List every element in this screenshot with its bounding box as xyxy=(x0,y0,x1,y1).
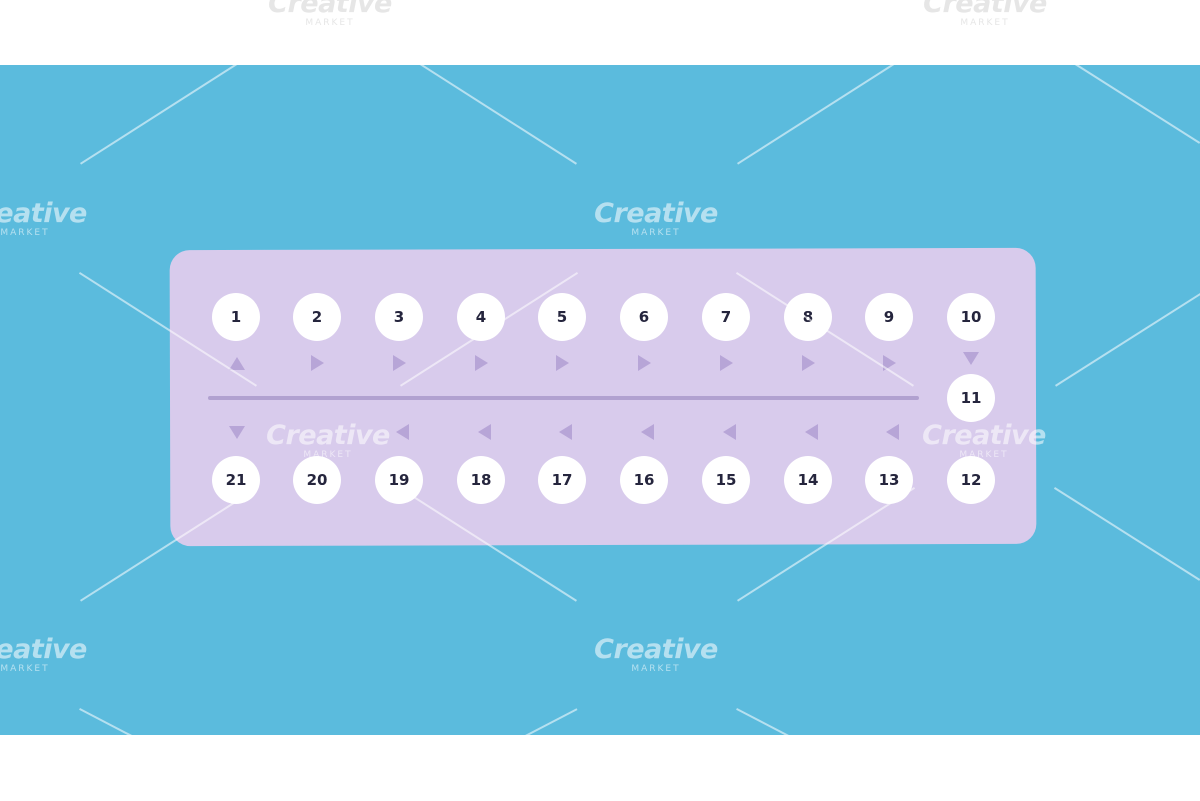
pill-20: 20 xyxy=(293,456,341,504)
arrow-down-icon xyxy=(229,426,245,439)
pill-10: 10 xyxy=(947,293,995,341)
pill-12: 12 xyxy=(947,456,995,504)
arrow-right-icon xyxy=(883,355,896,371)
pill-5: 5 xyxy=(538,293,586,341)
pill-1: 1 xyxy=(212,293,260,341)
arrow-right-icon xyxy=(311,355,324,371)
arrow-right-icon xyxy=(720,355,733,371)
pill-15: 15 xyxy=(702,456,750,504)
arrow-left-icon xyxy=(723,424,736,440)
pill-11: 11 xyxy=(947,374,995,422)
pill-2: 2 xyxy=(293,293,341,341)
pill-18: 18 xyxy=(457,456,505,504)
arrow-left-icon xyxy=(559,424,572,440)
arrow-right-icon xyxy=(393,355,406,371)
pill-17: 17 xyxy=(538,456,586,504)
arrow-left-icon xyxy=(805,424,818,440)
arrow-right-icon xyxy=(556,355,569,371)
pill-8: 8 xyxy=(784,293,832,341)
pack-divider xyxy=(208,396,919,400)
arrow-right-icon xyxy=(638,355,651,371)
pill-19: 19 xyxy=(375,456,423,504)
pill-9: 9 xyxy=(865,293,913,341)
watermark-line xyxy=(1055,745,1200,801)
arrow-down-icon xyxy=(963,352,979,365)
pill-7: 7 xyxy=(702,293,750,341)
arrow-left-icon xyxy=(478,424,491,440)
arrow-up-icon xyxy=(229,357,245,370)
pill-14: 14 xyxy=(784,456,832,504)
pill-21: 21 xyxy=(212,456,260,504)
pill-3: 3 xyxy=(375,293,423,341)
arrow-left-icon xyxy=(641,424,654,440)
arrow-left-icon xyxy=(886,424,899,440)
pill-4: 4 xyxy=(457,293,505,341)
pill-13: 13 xyxy=(865,456,913,504)
arrow-right-icon xyxy=(475,355,488,371)
arrow-left-icon xyxy=(396,424,409,440)
arrow-right-icon xyxy=(802,355,815,371)
pill-6: 6 xyxy=(620,293,668,341)
pill-16: 16 xyxy=(620,456,668,504)
